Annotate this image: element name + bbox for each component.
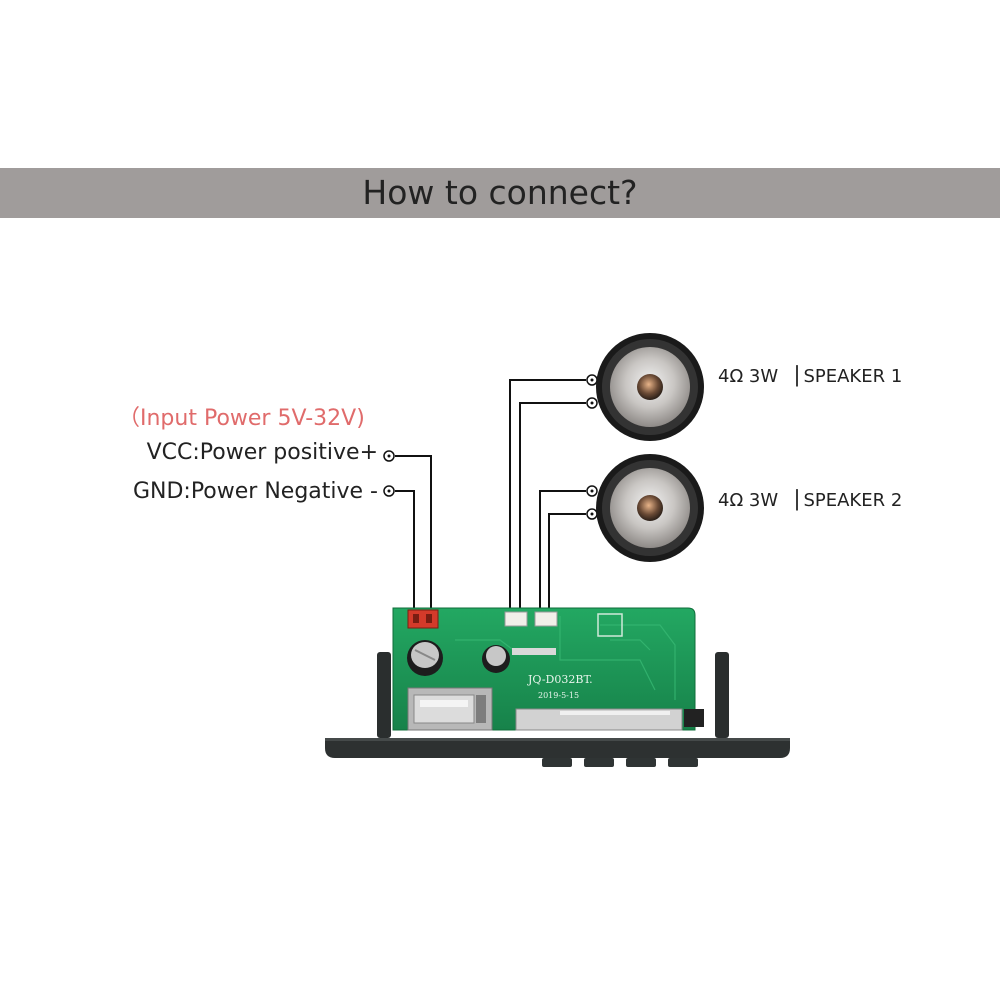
vcc-wire [395, 455, 432, 620]
speaker-2-label: 4Ω 3W ▕ SPEAKER 2 [718, 490, 903, 511]
mp3-module-board: JQ-D032BT. 2019-5-15 [325, 607, 790, 767]
gnd-terminal-dot [387, 489, 391, 493]
usb-port-icon [407, 687, 493, 731]
panel-button-3 [626, 758, 656, 767]
speaker-2-connector [534, 611, 558, 627]
speaker-1-wire-a [509, 379, 586, 612]
panel-button-2 [584, 758, 614, 767]
right-mount-post [715, 652, 729, 738]
power-wires [395, 455, 432, 620]
page-title: How to connect? [362, 173, 638, 212]
speaker-wires [509, 379, 586, 612]
speaker-1-connector [504, 611, 528, 627]
board-model-label: JQ-D032BT. [527, 673, 593, 686]
vcc-label: VCC:Power positive+ [146, 440, 378, 465]
speaker-2-wire-b [548, 513, 586, 612]
input-power-title: （Input Power 5V-32V) [118, 406, 365, 431]
speaker-1-wire-b [519, 402, 586, 612]
speaker-terminals [586, 374, 598, 520]
gnd-label: GND:Power Negative - [132, 479, 378, 504]
front-panel [325, 738, 790, 758]
left-mount-post [377, 652, 391, 738]
power-connector [407, 609, 439, 629]
panel-button-4 [668, 758, 698, 767]
speaker-2-icon [596, 454, 704, 562]
speaker-2-wire-a [539, 490, 586, 612]
vcc-terminal-dot [387, 454, 391, 458]
panel-button-1 [542, 758, 572, 767]
capacitor-large-icon [407, 640, 443, 676]
board-date-label: 2019-5-15 [538, 691, 579, 700]
capacitor-small-icon [482, 645, 510, 673]
speaker-1-icon [596, 333, 704, 441]
speaker-1-label: 4Ω 3W ▕ SPEAKER 1 [718, 366, 903, 387]
header-banner [0, 168, 1000, 218]
gnd-wire [395, 490, 415, 620]
